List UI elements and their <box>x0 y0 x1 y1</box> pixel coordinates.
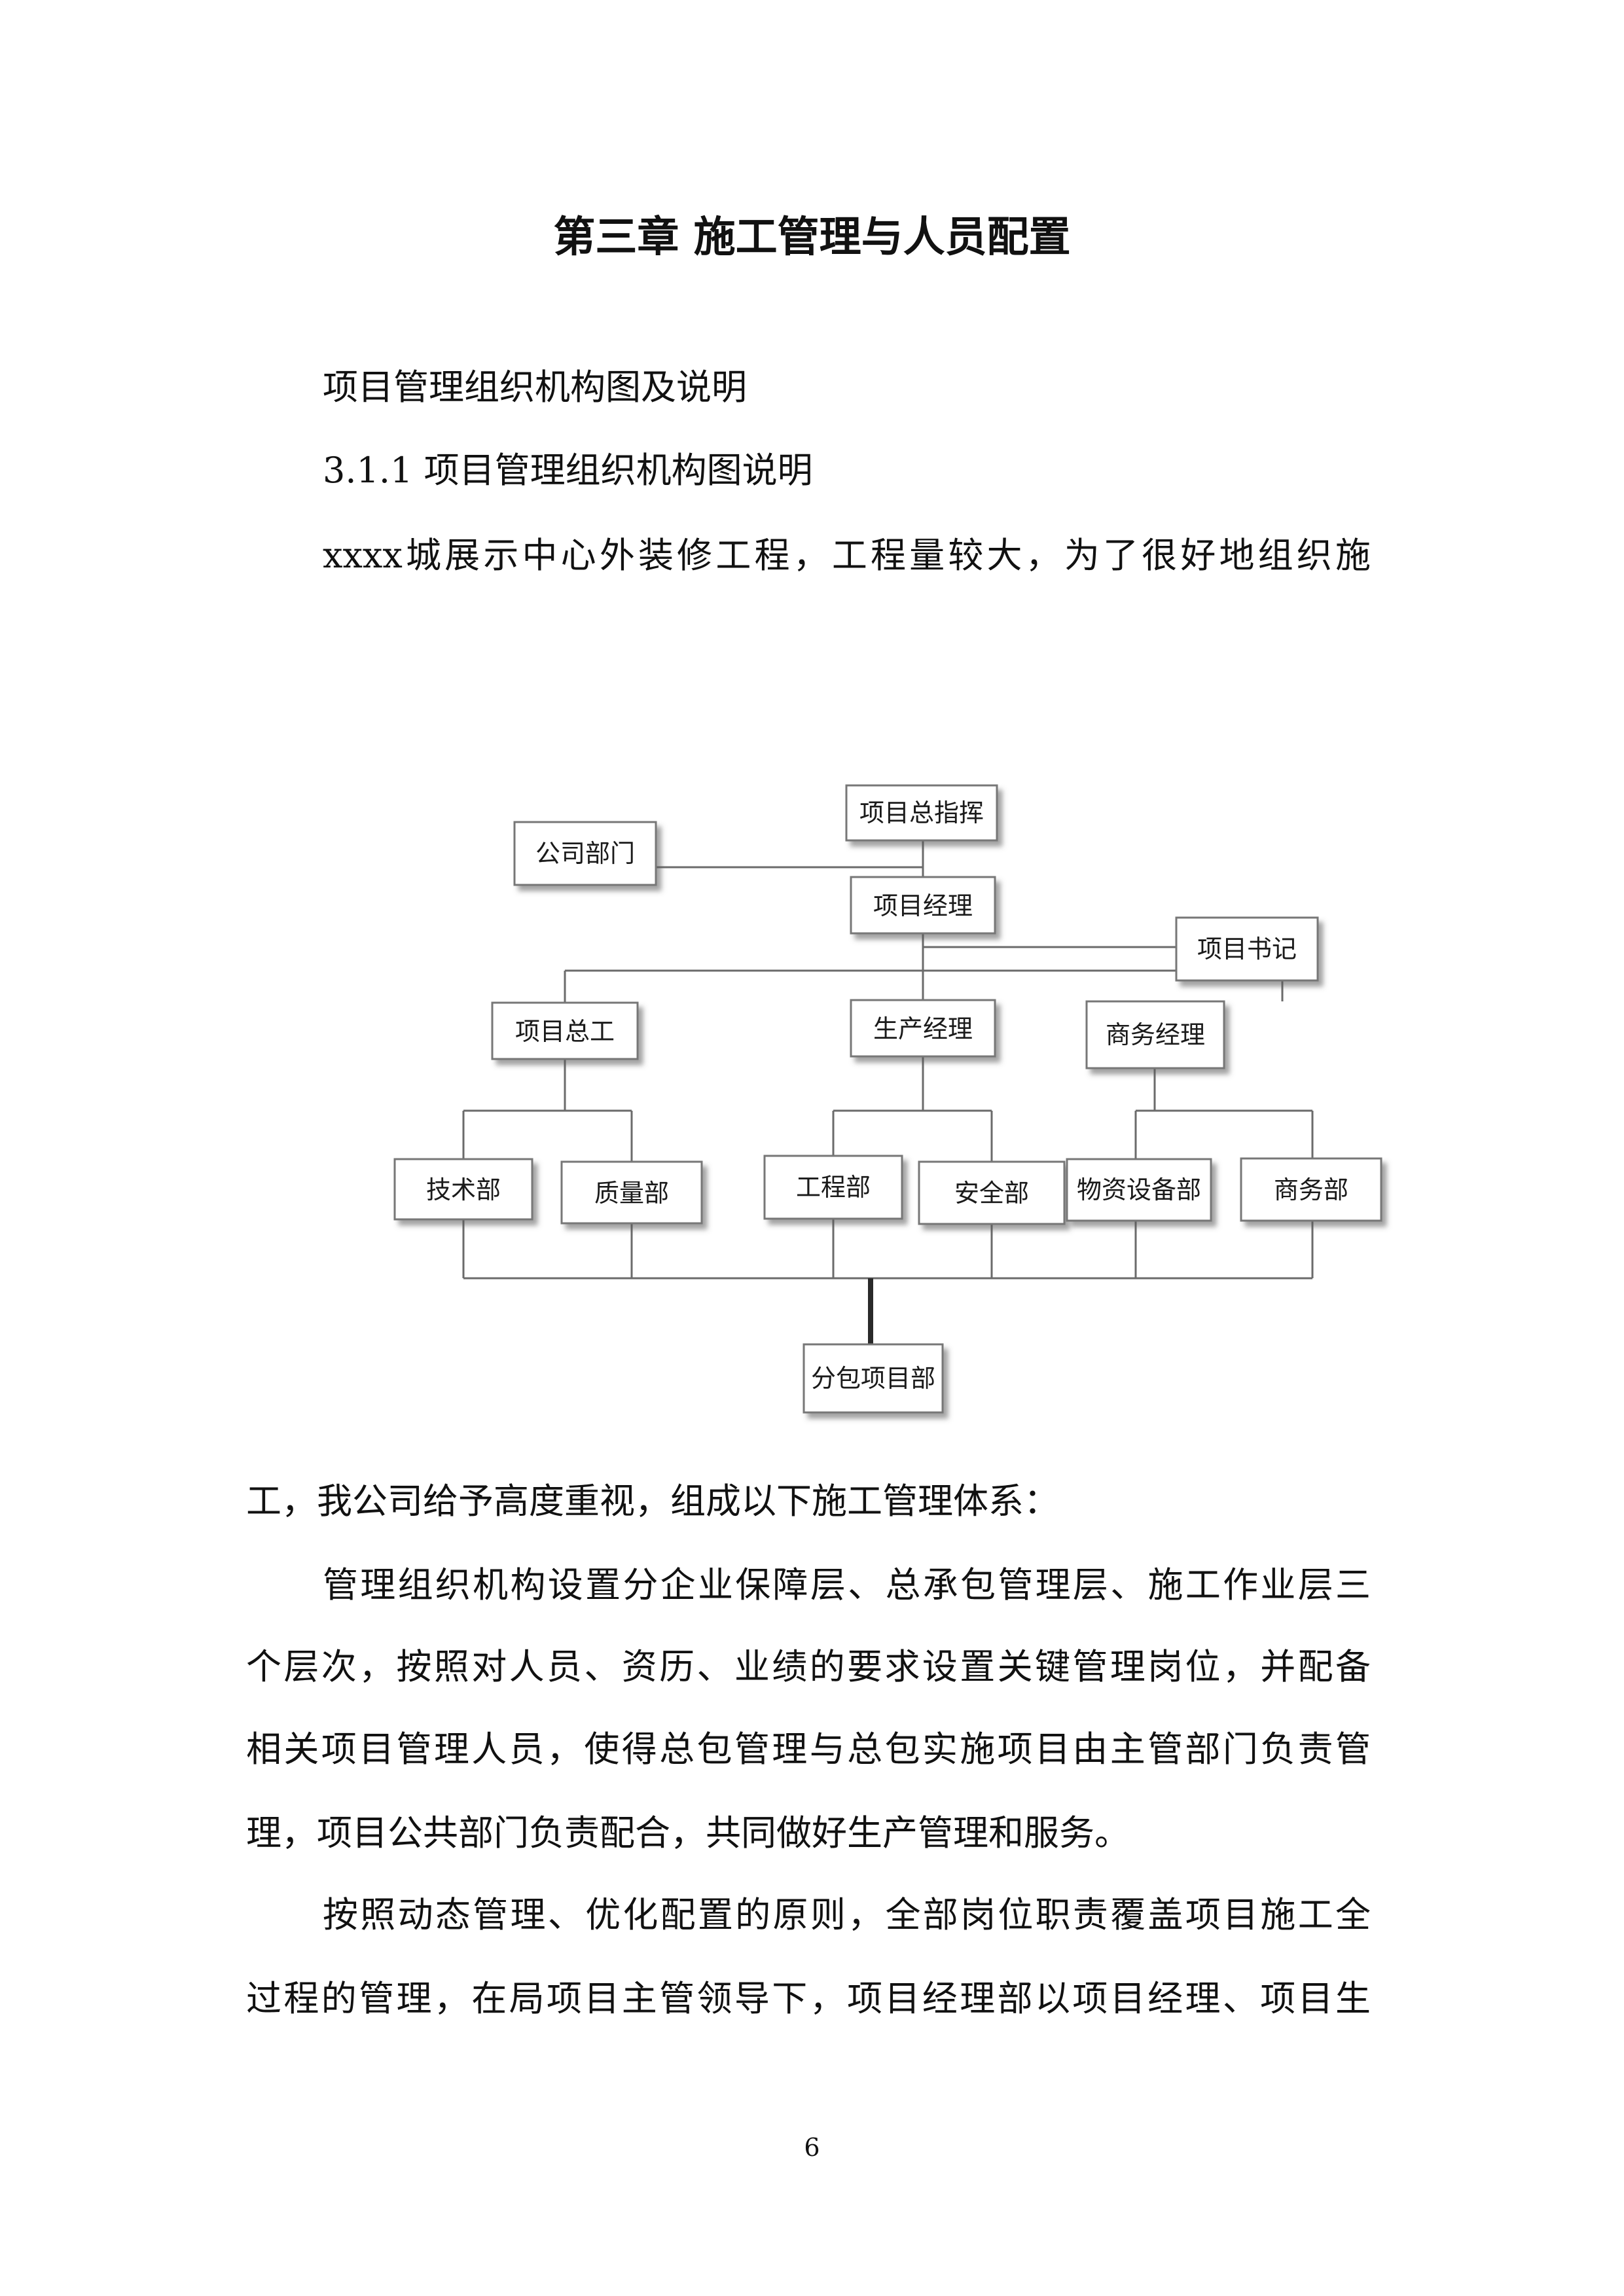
paragraph-intro-continued: 工，我公司给予高度重视，组成以下施工管理体系： <box>246 1480 1059 1522</box>
org-node-label: 商务部 <box>1274 1175 1348 1204</box>
connector-lines <box>462 823 1314 1280</box>
org-node-label: 分包项目部 <box>811 1364 935 1393</box>
org-node-project-manager: 项目经理 <box>850 876 996 935</box>
section-heading: 项目管理组织机构图及说明 <box>323 367 747 408</box>
org-node-safety-dept: 安全部 <box>918 1160 1066 1225</box>
org-node-production-manager: 生产经理 <box>850 999 996 1058</box>
org-node-label: 工程部 <box>796 1173 871 1202</box>
paragraph-3-line: 按照动态管理、优化配置的原则，全部岗位职责覆盖项目施工全 <box>323 1894 1371 1935</box>
org-node-label: 生产经理 <box>873 1014 973 1043</box>
paragraph-3-line: 过程的管理，在局项目主管领导下，项目经理部以项目经理、项目生 <box>246 1978 1371 2019</box>
org-node-label: 公司部门 <box>535 839 635 868</box>
org-node-label: 物资设备部 <box>1077 1175 1201 1204</box>
paragraph-intro: xxxx城展示中心外装修工程，工程量较大，为了很好地组织施 <box>323 535 1371 576</box>
org-node-business-dept: 商务部 <box>1240 1157 1382 1222</box>
org-node-label: 质量部 <box>594 1179 669 1208</box>
org-node-label: 项目总工 <box>515 1017 615 1046</box>
org-node-company-dept: 公司部门 <box>513 821 657 886</box>
paragraph-2-line: 管理组织机构设置分企业保障层、总承包管理层、施工作业层三 <box>323 1564 1371 1605</box>
paragraph-2-line: 理，项目公共部门负责配合，共同做好生产管理和服务。 <box>246 1812 1130 1854</box>
org-node-subcontract-dept: 分包项目部 <box>803 1343 944 1414</box>
org-node-secretary: 项目书记 <box>1175 916 1319 982</box>
org-node-engineering-dept: 工程部 <box>763 1155 903 1220</box>
org-node-commander: 项目总指挥 <box>845 784 998 842</box>
org-node-quality-dept: 质量部 <box>560 1160 703 1225</box>
org-node-label: 项目总指挥 <box>859 798 984 827</box>
org-node-business-manager: 商务经理 <box>1085 1000 1225 1069</box>
org-node-label: 项目经理 <box>873 891 973 920</box>
org-node-tech-dept: 技术部 <box>393 1158 533 1221</box>
paragraph-2-line: 相关项目管理人员，使得总包管理与总包实施项目由主管部门负责管 <box>246 1729 1371 1770</box>
subsection-heading: 3.1.1 项目管理组织机构图说明 <box>323 450 813 491</box>
page-number: 6 <box>804 2133 820 2162</box>
org-node-chief-engineer: 项目总工 <box>491 1001 639 1060</box>
org-node-materials-dept: 物资设备部 <box>1066 1158 1212 1222</box>
org-node-label: 技术部 <box>426 1175 501 1204</box>
org-node-label: 商务经理 <box>1106 1020 1205 1049</box>
org-node-label: 项目书记 <box>1197 935 1297 963</box>
org-node-label: 安全部 <box>954 1179 1029 1208</box>
chapter-title: 第三章 施工管理与人员配置 <box>553 213 1071 262</box>
paragraph-2-line: 个层次，按照对人员、资历、业绩的要求设置关键管理岗位，并配备 <box>246 1646 1371 1687</box>
